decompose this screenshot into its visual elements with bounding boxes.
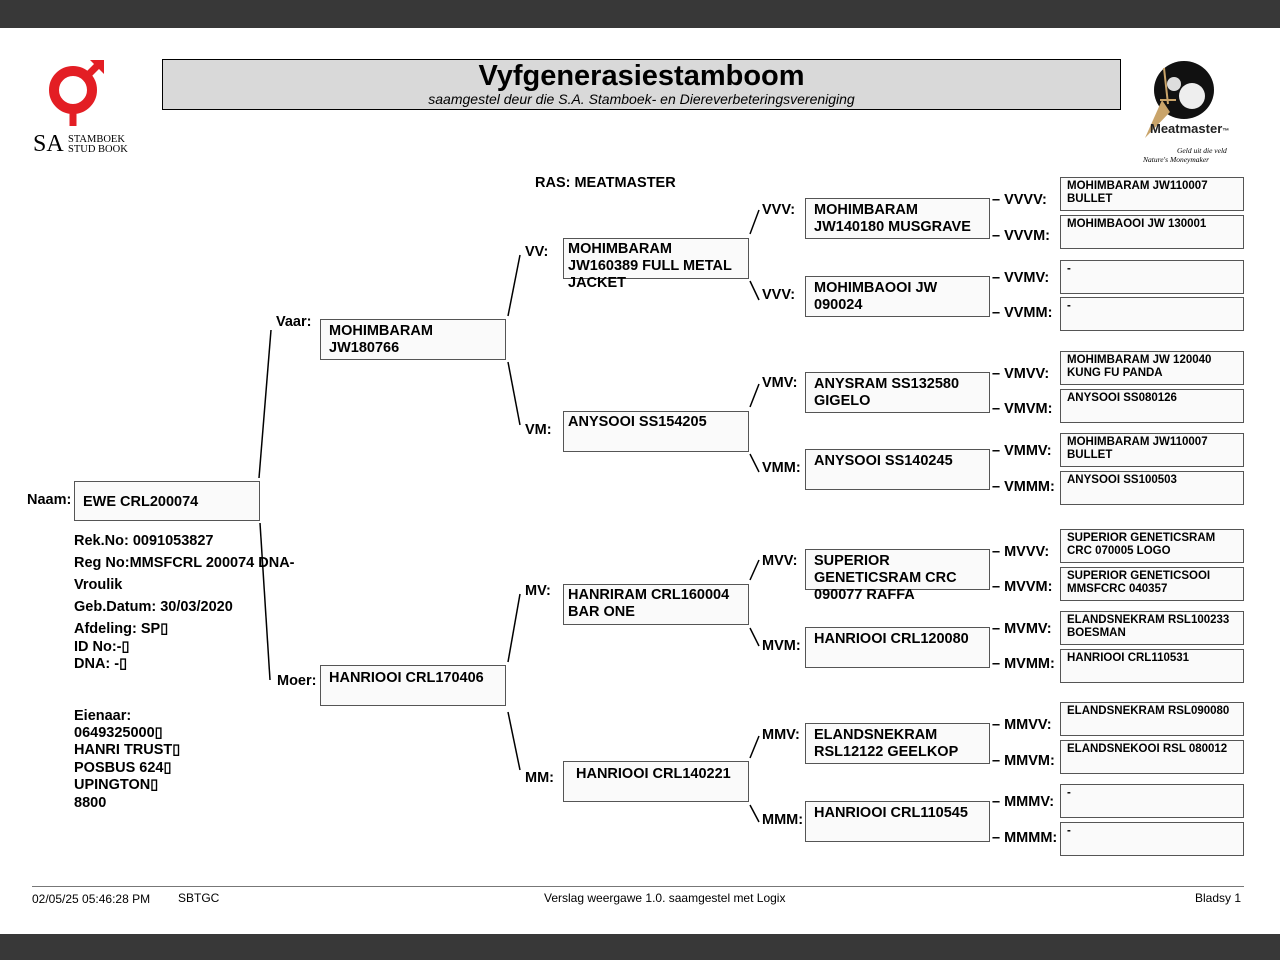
gen4-label: – MVMV: (992, 621, 1052, 637)
gen2-box: HANRIRAM CRL160004 BAR ONE (563, 584, 749, 625)
gen4-box: - (1060, 784, 1244, 818)
gen3-label: MVV: (762, 553, 798, 569)
gen1-label: Moer: (277, 673, 317, 689)
gen4-label: – VVVV: (992, 192, 1047, 208)
gen2-label: VM: (525, 422, 552, 438)
gen4-label: – VVMM: (992, 305, 1053, 321)
gen4-box: ANYSOOI SS100503 (1060, 471, 1244, 505)
gen4-label: – VVMV: (992, 270, 1050, 286)
stud-book-symbol-icon (49, 60, 104, 126)
gen4-box: - (1060, 822, 1244, 856)
gen4-label: – VMVM: (992, 401, 1053, 417)
gen3-label: MMM: (762, 812, 804, 828)
gen4-label: – VMVV: (992, 366, 1050, 382)
meatmaster-tagline-1: Geld uit die veld (1177, 146, 1227, 155)
document-title: Vyfgenerasiestamboom (478, 60, 805, 92)
meatmaster-tagline-2: Nature's Moneymaker (1143, 155, 1210, 164)
gen4-box: - (1060, 260, 1244, 294)
sex: Vroulik (74, 577, 123, 593)
meatmaster-emblem-icon (1145, 61, 1214, 138)
dna: DNA: -▯ (74, 656, 128, 672)
breed-label: RAS: MEATMASTER (535, 175, 676, 191)
gen4-box: MOHIMBARAM JW 120040 KUNG FU PANDA (1060, 351, 1244, 385)
gen4-box: MOHIMBARAM JW110007 BULLET (1060, 433, 1244, 467)
gen2-box: MOHIMBARAM JW160389 FULL METAL JACKET (563, 238, 749, 291)
gen4-box: ELANDSNEKRAM RSL090080 (1060, 702, 1244, 736)
gen3-label: VMV: (762, 375, 798, 391)
gen4-label: – MMVM: (992, 753, 1055, 769)
gen3-label: MVM: (762, 638, 801, 654)
afdeling: Afdeling: SP▯ (74, 621, 169, 637)
logo-stamboek-text: STAMBOEK (68, 134, 125, 145)
sire-box: MOHIMBARAM JW180766 (320, 319, 506, 360)
gen2-label: MM: (525, 770, 554, 786)
gen1-label: Vaar: (276, 314, 312, 330)
gen4-box: SUPERIOR GENETICSOOI MMSFCRC 040357 (1060, 567, 1244, 601)
footer-code: SBTGC (178, 891, 220, 905)
gen3-box: ELANDSNEKRAM RSL12122 GEELKOP (805, 723, 990, 764)
gen4-box: MOHIMBAOOI JW 130001 (1060, 215, 1244, 249)
footer-datetime: 02/05/25 05:46:28 PM (32, 892, 151, 906)
gen3-label: VVV: (762, 287, 796, 303)
gen3-box: HANRIOOI CRL110545 (805, 801, 990, 842)
gen4-label: – VMMV: (992, 443, 1052, 459)
footer-report: Verslag weergawe 1.0. saamgestel met Log… (544, 891, 786, 905)
footer-divider (32, 886, 1244, 887)
rek-no: Rek.No: 0091053827 (74, 533, 214, 549)
owner-line: UPINGTON▯ (74, 777, 159, 793)
owner-line: POSBUS 624▯ (74, 760, 172, 776)
subject-animal-box: EWE CRL200074 (74, 481, 260, 521)
gen3-box: ANYSOOI SS140245 (805, 449, 990, 490)
gen3-label: VVV: (762, 202, 796, 218)
gen3-box: HANRIOOI CRL120080 (805, 627, 990, 668)
document-subtitle: saamgestel deur die S.A. Stamboek- en Di… (428, 91, 855, 107)
gen2-box: ANYSOOI SS154205 (563, 411, 749, 452)
gen4-box: ANYSOOI SS080126 (1060, 389, 1244, 423)
gen2-box: HANRIOOI CRL140221 (563, 761, 749, 802)
gen3-label: VMM: (762, 460, 801, 476)
owner-line: 8800 (74, 795, 107, 811)
gen2-label: VV: (525, 244, 549, 260)
birth-date: Geb.Datum: 30/03/2020 (74, 599, 233, 615)
meatmaster-brand: Meatmaster™ (1150, 121, 1230, 136)
gen4-label: – VVVM: (992, 228, 1051, 244)
viewer-bottom-bar (0, 934, 1280, 960)
gen4-label: – MVVV: (992, 544, 1050, 560)
gen3-box: MOHIMBARAM JW140180 MUSGRAVE (805, 198, 990, 239)
reg-no: Reg No:MMSFCRL 200074 DNA- (74, 555, 295, 571)
gen4-label: – MMMM: (992, 830, 1058, 846)
gen4-label: – MVMM: (992, 656, 1055, 672)
gen4-box: MOHIMBARAM JW110007 BULLET (1060, 177, 1244, 211)
gen4-label: – MVVM: (992, 579, 1053, 595)
gen4-box: ELANDSNEKRAM RSL100233 BOESMAN (1060, 611, 1244, 645)
gen3-box: ANYSRAM SS132580 GIGELO (805, 372, 990, 413)
owner-label: Eienaar: (74, 708, 132, 724)
viewer-top-bar (0, 0, 1280, 28)
gen4-label: – VMMM: (992, 479, 1055, 495)
gen3-box: SUPERIOR GENETICSRAM CRC 090077 RAFFA (805, 549, 990, 603)
logo-sa-text: SA (33, 131, 64, 157)
owner-line: 0649325000▯ (74, 725, 163, 741)
gen4-box: SUPERIOR GENETICSRAM CRC 070005 LOGO (1060, 529, 1244, 563)
gen4-box: - (1060, 297, 1244, 331)
gen4-box: HANRIOOI CRL110531 (1060, 649, 1244, 683)
id-no: ID No:-▯ (74, 639, 130, 655)
gen3-label: MMV: (762, 727, 800, 743)
gen4-box: ELANDSNEKOOI RSL 080012 (1060, 740, 1244, 774)
gen2-label: MV: (525, 583, 551, 599)
gen4-label: – MMMV: (992, 794, 1055, 810)
naam-label: Naam: (27, 492, 72, 508)
owner-line: HANRI TRUST▯ (74, 742, 181, 758)
dam-box: HANRIOOI CRL170406 (320, 665, 506, 706)
logo-studbook-text: STUD BOOK (68, 144, 128, 155)
gen3-box: MOHIMBAOOI JW 090024 (805, 276, 990, 317)
footer-page: Bladsy 1 (1195, 891, 1242, 905)
gen4-label: – MMVV: (992, 717, 1052, 733)
title-banner: Vyfgenerasiestamboom saamgestel deur die… (162, 59, 1121, 110)
